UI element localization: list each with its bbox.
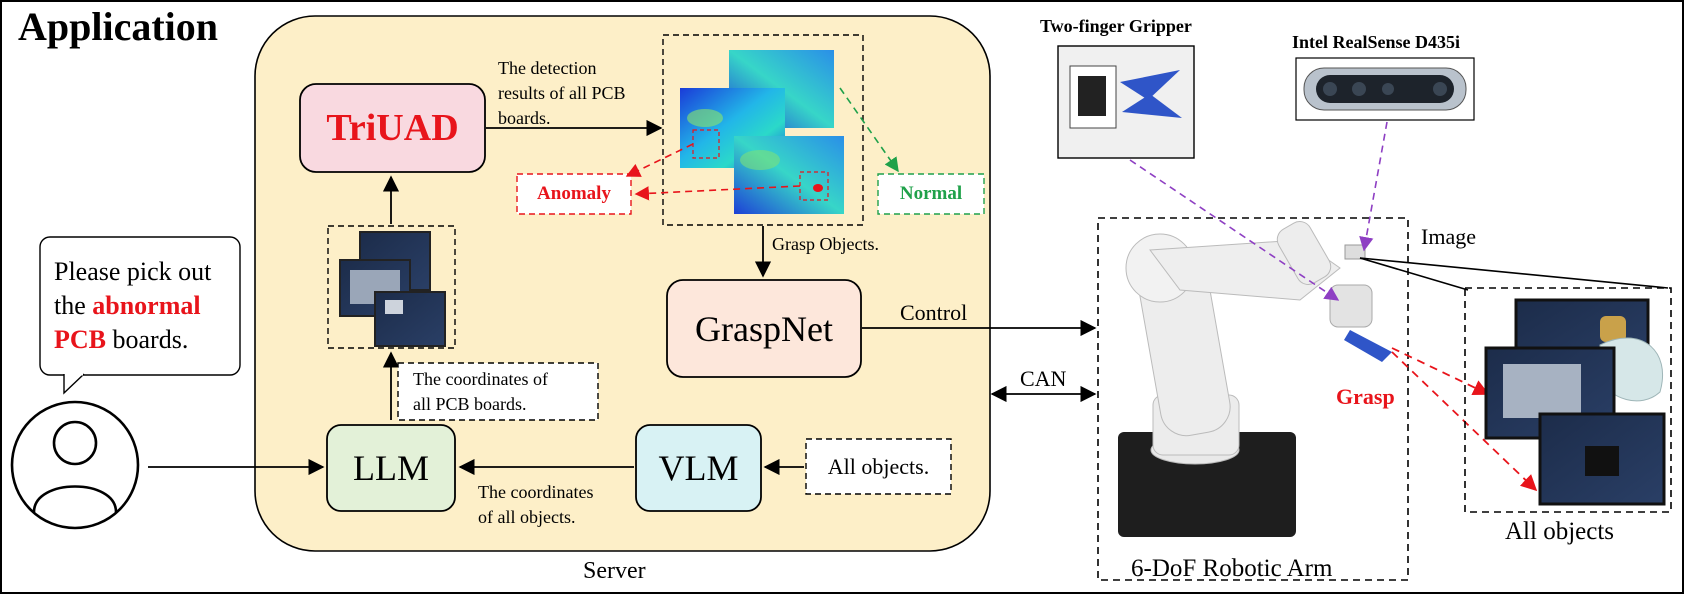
pcb-coords-line-2: all PCB boards. xyxy=(413,394,527,414)
detection-line-2: results of all PCB xyxy=(498,83,626,103)
vlm-box xyxy=(635,424,762,512)
page-title: Application xyxy=(18,4,219,49)
image-label: Image xyxy=(1421,224,1476,249)
anomaly-arrow-1 xyxy=(625,143,694,177)
heatmap-group-box xyxy=(662,34,864,226)
llm-label: LLM xyxy=(353,448,429,488)
speech-bubble xyxy=(39,236,241,395)
speech-text: Please pick out the abnormal PCB boards. xyxy=(54,255,211,357)
pcb-coords-box xyxy=(397,362,599,421)
speech-pcb: PCB xyxy=(54,325,106,354)
gripper-link-arrow xyxy=(1129,159,1340,301)
pcb-thumbnails xyxy=(339,231,446,347)
robot-arm-image xyxy=(1118,221,1392,537)
gripper-image xyxy=(1057,45,1195,159)
vlm-label: VLM xyxy=(658,448,739,488)
object-coords-line-2: of all objects. xyxy=(478,507,576,527)
camera-label: Intel RealSense D435i xyxy=(1292,32,1460,52)
heatmap-images xyxy=(680,50,844,214)
detection-line-1: The detection xyxy=(498,58,597,78)
all-objects-box xyxy=(1464,287,1672,513)
camera-fov-line-2 xyxy=(1359,257,1469,291)
pcb-coords-line-1: The coordinates of xyxy=(413,369,548,389)
speech-abnormal: abnormal xyxy=(92,291,201,320)
grasp-arrow-2 xyxy=(1391,351,1538,492)
all-objects-input-box xyxy=(805,438,952,495)
grasp-label: Grasp xyxy=(1336,384,1395,409)
triuad-label: TriUAD xyxy=(326,107,459,149)
anomaly-box xyxy=(516,173,632,215)
speech-the: the xyxy=(54,291,93,320)
robot-arm-label: 6-DoF Robotic Arm xyxy=(1131,555,1333,582)
normal-box xyxy=(877,173,985,215)
speech-line-2: the abnormal xyxy=(54,289,211,323)
normal-arrow xyxy=(839,87,899,173)
pcb-images-box xyxy=(327,225,456,349)
object-coords-line-1: The coordinates xyxy=(478,482,594,502)
all-objects-image xyxy=(1484,298,1666,506)
detection-results-text: The detection results of all PCB boards. xyxy=(498,56,626,131)
grasp-arrow-1 xyxy=(1391,347,1490,396)
camera-link-arrow xyxy=(1359,121,1388,252)
camera-image xyxy=(1295,57,1475,121)
all-objects-input-label: All objects. xyxy=(827,453,930,479)
gripper-label: Two-finger Gripper xyxy=(1040,16,1192,36)
graspnet-box xyxy=(666,279,862,378)
speech-line-1: Please pick out xyxy=(54,257,212,286)
llm-box xyxy=(326,424,456,512)
detection-line-3: boards. xyxy=(498,108,551,128)
user-icon xyxy=(10,400,140,530)
speech-boards: boards. xyxy=(106,325,189,354)
can-label: CAN xyxy=(1020,366,1067,391)
camera-fov-line-1 xyxy=(1359,257,1669,289)
graspnet-label: GraspNet xyxy=(695,308,833,349)
anomaly-arrow-2 xyxy=(634,185,801,201)
pcb-coords-text: The coordinates of all PCB boards. xyxy=(413,367,548,417)
triuad-box xyxy=(299,83,486,173)
grasp-objects-text: Grasp Objects. xyxy=(772,234,879,254)
control-label: Control xyxy=(900,300,968,325)
speech-line-3: PCB boards. xyxy=(54,323,211,357)
normal-label: Normal xyxy=(899,183,963,204)
object-coords-text: The coordinates of all objects. xyxy=(478,480,593,530)
server-label: Server xyxy=(583,558,646,584)
all-objects-label: All objects xyxy=(1505,518,1615,545)
anomaly-label: Anomaly xyxy=(537,183,611,204)
